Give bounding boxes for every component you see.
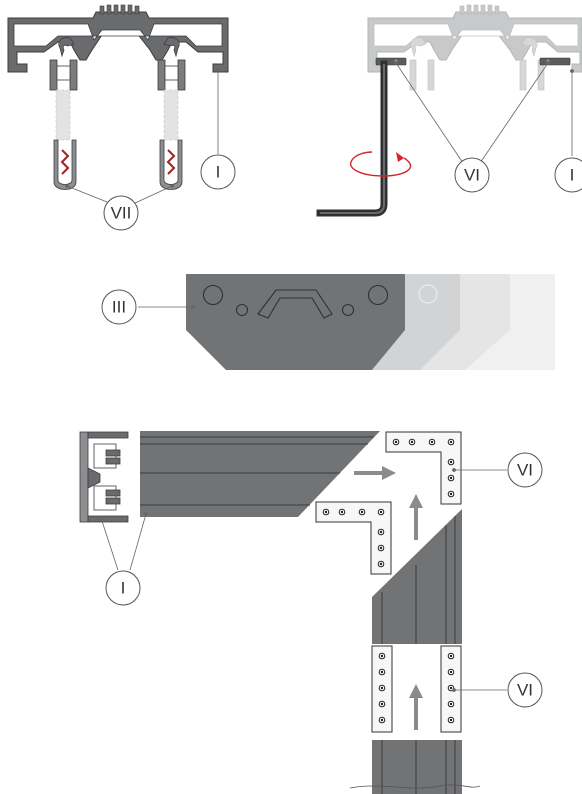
straight-bracket-left xyxy=(371,645,393,733)
rotation-arrow-icon xyxy=(349,151,412,177)
callout-vi-upper: VI xyxy=(507,452,543,488)
callout-vii: VII xyxy=(103,195,139,231)
faded-fins xyxy=(459,4,500,15)
connector-plate xyxy=(186,274,405,370)
plate-holes xyxy=(202,284,389,319)
profile-end-section xyxy=(79,431,129,523)
leader-line-i-top-right xyxy=(570,69,574,156)
vertical-profile xyxy=(372,509,462,644)
faded-clip-legs xyxy=(409,37,545,91)
callout-vi-label: VI xyxy=(517,461,533,480)
left-hook xyxy=(58,37,75,58)
callout-vi-lower: VI xyxy=(507,672,543,708)
left-clip xyxy=(49,59,78,190)
lower-vertical-profile xyxy=(372,740,462,794)
horizontal-profile xyxy=(140,431,380,517)
leader-line-iii xyxy=(138,305,195,309)
direction-arrow-up-icon xyxy=(409,494,423,540)
callout-vi-top: VI xyxy=(454,157,490,193)
callout-i-top-right: I xyxy=(554,157,582,193)
straight-bracket-right xyxy=(440,645,462,733)
direction-arrow-right-icon xyxy=(354,466,396,480)
leader-line-vi-upper xyxy=(452,468,507,472)
direction-arrow-up-lower-icon xyxy=(409,684,423,730)
leader-lines-vi-top xyxy=(394,61,550,167)
screw-plate-right xyxy=(539,57,571,66)
callout-vii-label: VII xyxy=(111,204,132,223)
callout-vi-label: VI xyxy=(464,166,480,185)
leader-lines-i-bottom xyxy=(99,512,148,571)
corner-bracket-top xyxy=(385,431,462,505)
leader-line-i-top-left xyxy=(216,68,220,154)
corner-bracket-middle xyxy=(315,501,392,575)
plate-center-slot xyxy=(257,289,333,319)
profile-section-with-clips: VII I xyxy=(7,4,236,231)
connector-plate-group: III xyxy=(101,274,555,370)
vertical-profile-lines xyxy=(381,516,456,644)
callout-i-bottom: I xyxy=(105,570,141,606)
plate-ghost-3 xyxy=(440,274,555,370)
heat-fins xyxy=(99,4,140,15)
horizontal-profile-lines xyxy=(140,436,374,506)
callout-i-label: I xyxy=(121,579,126,598)
callout-i-label: I xyxy=(216,163,221,182)
right-hook xyxy=(163,37,180,58)
hex-key xyxy=(316,60,388,217)
callout-i-label: I xyxy=(570,166,575,185)
callout-i-top-left: I xyxy=(200,154,236,190)
corner-assembly: I VI VI xyxy=(79,431,543,794)
callout-iii: III xyxy=(101,289,137,325)
profile-cavity xyxy=(13,23,223,47)
break-line xyxy=(349,784,481,789)
callout-iii-label: III xyxy=(112,298,126,317)
plate-ghost-1 xyxy=(372,274,460,370)
leader-line-vi-lower xyxy=(452,688,507,692)
leader-lines-vii xyxy=(65,184,174,205)
faded-profile-cavity xyxy=(373,23,579,47)
callout-vi-label: VI xyxy=(517,681,533,700)
right-clip xyxy=(157,59,186,190)
profile-section-with-hex-key: VI I xyxy=(316,4,582,217)
